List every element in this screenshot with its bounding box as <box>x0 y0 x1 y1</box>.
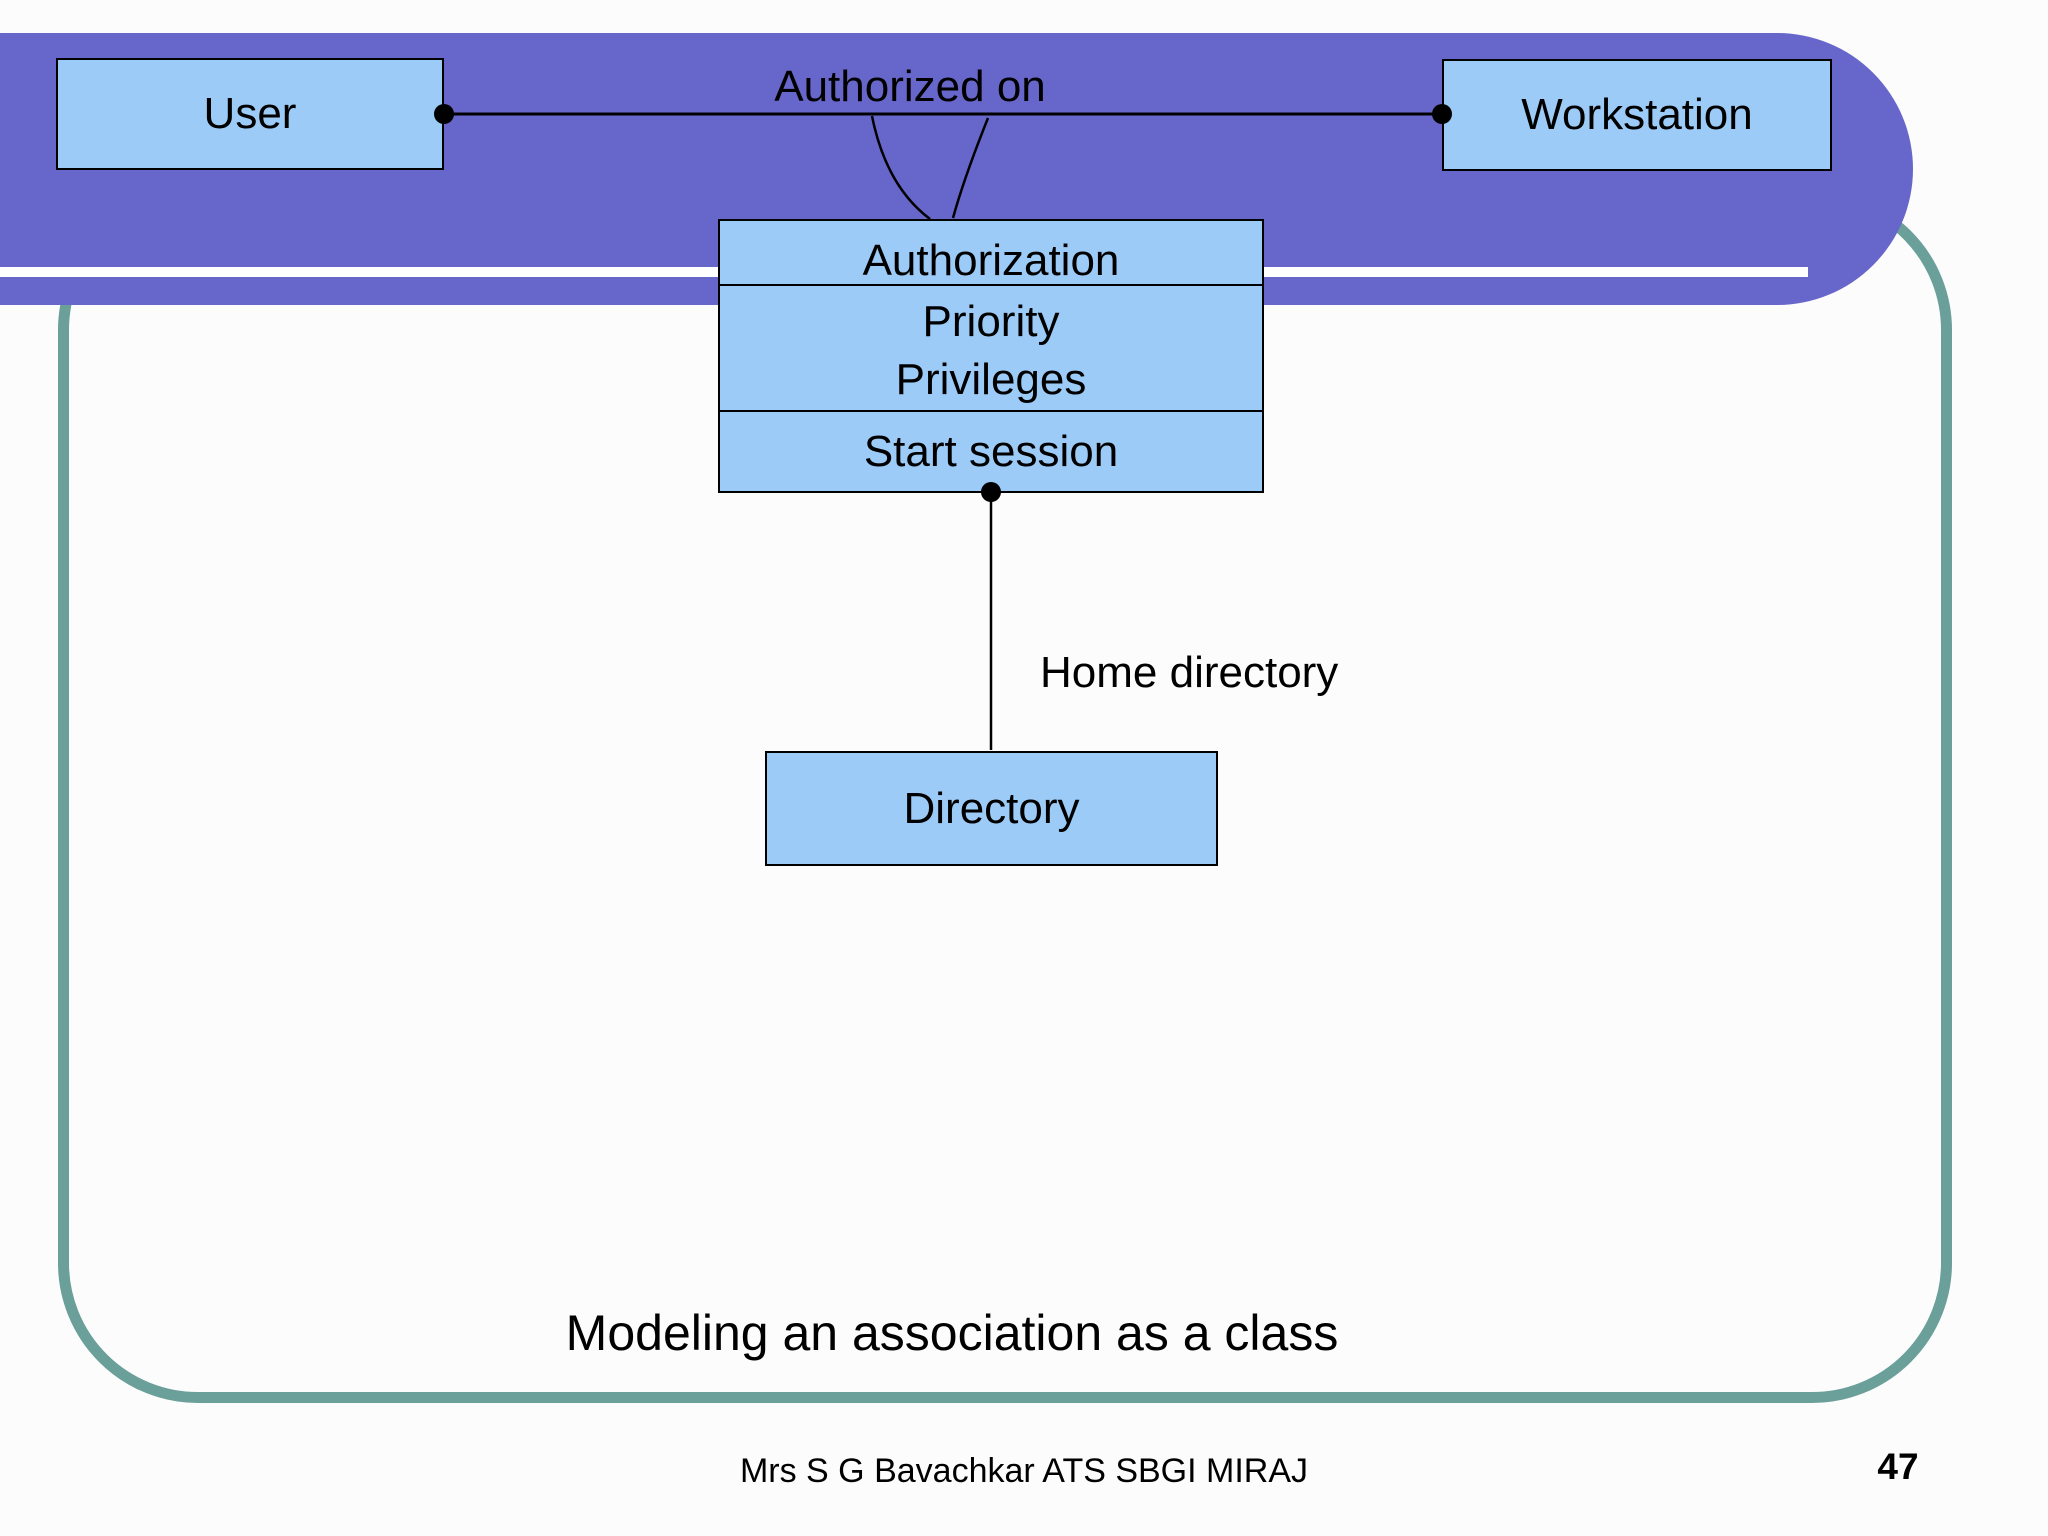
page-number: 47 <box>1877 1446 1919 1487</box>
slide-caption: Modeling an association as a class <box>565 1305 1339 1361</box>
operation-start-session: Start session <box>863 426 1119 476</box>
footer-credit: Mrs S G Bavachkar ATS SBGI MIRAJ <box>739 1452 1309 1490</box>
class-name-authorization: Authorization <box>862 236 1120 285</box>
home-directory-label: Home directory <box>1040 648 1339 697</box>
authorization-attributes-compartment: Priority Privileges <box>720 286 1262 412</box>
class-name-directory: Directory <box>903 783 1080 833</box>
attribute-priority: Priority <box>922 297 1060 346</box>
class-name-workstation: Workstation <box>1521 90 1753 139</box>
authorized-on-label: Authorized on <box>774 62 1046 111</box>
class-box-workstation: Workstation <box>1442 59 1832 171</box>
authorization-operations-compartment: Start session <box>720 412 1262 491</box>
class-box-directory: Directory <box>765 751 1218 866</box>
authorization-title-compartment: Authorization <box>720 221 1262 286</box>
class-box-user: User <box>56 58 444 170</box>
attribute-privileges: Privileges <box>895 355 1087 404</box>
class-name-user: User <box>203 89 297 138</box>
class-box-authorization: Authorization Priority Privileges Start … <box>718 219 1264 493</box>
